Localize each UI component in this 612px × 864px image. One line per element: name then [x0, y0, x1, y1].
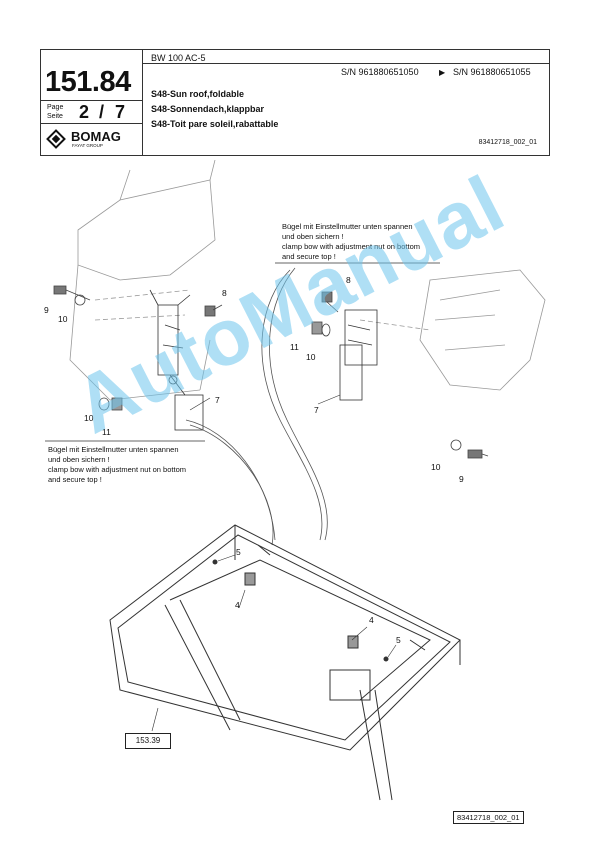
callout-4: 4	[235, 600, 240, 610]
title-fr: S48-Toit pare soleil,rabattable	[151, 119, 279, 129]
serial-to: S/N 961880651055	[453, 67, 531, 77]
bolt-left-8	[204, 304, 223, 317]
page-label-en: Page	[47, 104, 64, 111]
title-de: S48-Sonnendach,klappbar	[151, 104, 265, 114]
bolt-right-9	[450, 439, 489, 459]
callout-11: 11	[102, 427, 111, 437]
cabin-corner-left	[69, 160, 216, 401]
callout-5: 5	[236, 547, 241, 557]
callout-11: 11	[290, 342, 299, 352]
callout-10: 10	[84, 413, 94, 423]
callout-9: 9	[44, 305, 49, 315]
arrow-right-icon: ▶	[439, 68, 446, 77]
logo-subtext: FAYAT GROUP	[72, 143, 103, 148]
serial-from: S/N 961880651050	[341, 67, 419, 77]
note-right-en: clamp bow with adjustment nut on bottom …	[282, 242, 420, 261]
divider	[41, 123, 142, 124]
callout-10: 10	[306, 352, 316, 362]
divider	[142, 63, 549, 64]
footer-doc-ref: 83412718_002_01	[453, 811, 524, 824]
clamp-bows	[185, 267, 328, 546]
cabin-corner-right	[359, 269, 546, 391]
callout-8: 8	[222, 288, 227, 298]
title-block: 151.84 Page Seite 2 / 7 BOMAG FAYAT GROU…	[40, 49, 550, 156]
callout-8: 8	[346, 275, 351, 285]
note-right: Bügel mit Einstellmutter unten spannen u…	[282, 222, 420, 262]
page-current: 2	[79, 102, 90, 122]
washer-right-10-11	[311, 321, 331, 337]
reference-box[interactable]: 153.39	[125, 733, 171, 749]
note-left-de: Bügel mit Einstellmutter unten spannen u…	[48, 445, 179, 464]
divider	[41, 100, 142, 101]
hinge-right	[339, 309, 378, 401]
callout-10: 10	[58, 314, 68, 324]
note-left-en: clamp bow with adjustment nut on bottom …	[48, 465, 186, 484]
model: BW 100 AC-5	[151, 53, 206, 63]
bolt-left-9	[53, 285, 91, 306]
logo-text: BOMAG	[71, 129, 121, 144]
callout-10: 10	[431, 462, 441, 472]
doc-ref: 83412718_002_01	[478, 139, 537, 146]
hinge-left	[149, 289, 204, 431]
page-number: 151.84	[45, 66, 131, 98]
exploded-diagram	[45, 160, 546, 801]
page-total: 7	[115, 102, 126, 122]
callout-4: 4	[369, 615, 374, 625]
callout-7: 7	[215, 395, 220, 405]
divider	[142, 50, 143, 155]
title-list: S48-Sun roof,foldable S48-Sonnendach,kla…	[151, 87, 278, 132]
callout-9: 9	[459, 474, 464, 484]
bomag-logo: BOMAG FAYAT GROUP	[45, 128, 137, 150]
callout-7: 7	[314, 405, 319, 415]
bolt-right-8	[321, 291, 339, 313]
washer-left-10-11	[98, 397, 123, 411]
note-left: Bügel mit Einstellmutter unten spannen u…	[48, 445, 186, 485]
leader-lines	[151, 394, 397, 732]
note-right-de: Bügel mit Einstellmutter unten spannen u…	[282, 222, 413, 241]
roof-frame	[109, 524, 461, 801]
logo-diamond-icon	[46, 129, 66, 149]
page-separator: /	[99, 102, 105, 122]
page-label-de: Seite	[47, 113, 63, 120]
callout-5: 5	[396, 635, 401, 645]
title-en: S48-Sun roof,foldable	[151, 89, 245, 99]
